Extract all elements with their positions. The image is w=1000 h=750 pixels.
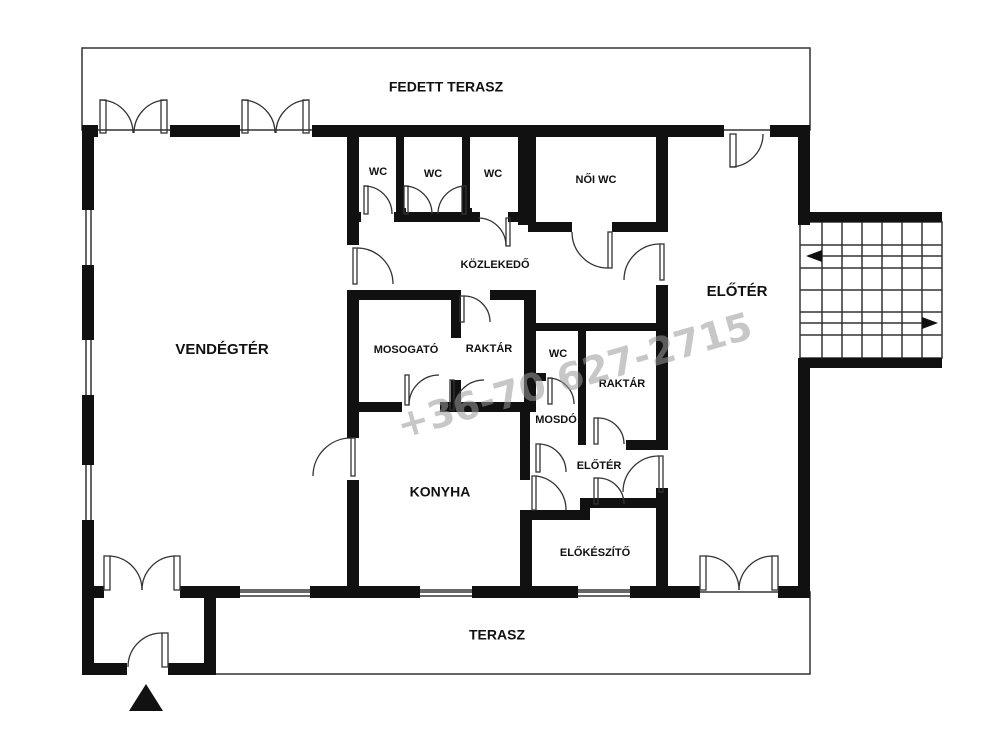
wall: [520, 510, 532, 598]
wall: [656, 488, 668, 598]
wall: [656, 137, 668, 232]
stair-arrows: [806, 250, 938, 329]
label-eloter-main: ELŐTÉR: [707, 282, 768, 300]
door-wc2: [403, 185, 433, 215]
wall: [798, 125, 810, 225]
label-wc-3: WC: [484, 168, 502, 180]
door-wc1: [363, 185, 393, 215]
label-eloter-small: ELŐTÉR: [577, 459, 622, 472]
wall: [798, 212, 942, 222]
wall: [798, 358, 810, 598]
wall: [528, 222, 572, 232]
label-raktar-1: RAKTÁR: [466, 342, 512, 355]
wall: [82, 586, 104, 598]
door-elokeszito: [593, 477, 625, 505]
wall: [396, 137, 404, 212]
wall: [626, 440, 668, 450]
door-noi-wc: [571, 231, 613, 269]
wall: [520, 412, 530, 472]
door-raktar1: [459, 295, 491, 323]
door-wc3: [437, 185, 467, 215]
door-wc4: [547, 377, 575, 405]
wall: [524, 323, 668, 331]
wall: [518, 137, 528, 225]
doors: [99, 99, 779, 668]
wall: [580, 500, 590, 520]
wall: [82, 663, 127, 675]
wall: [394, 212, 480, 222]
double-door-top-center: [241, 99, 310, 134]
wall: [462, 137, 470, 212]
door-corridor-right: [623, 243, 665, 281]
wall: [204, 598, 216, 675]
wall: [524, 290, 536, 412]
double-door-bottom-right: [699, 555, 779, 591]
label-fedett-terasz: FEDETT TERASZ: [389, 79, 504, 95]
label-wc-1: WC: [369, 166, 387, 178]
stair-arrow-left-icon: [806, 250, 822, 262]
label-wc-2: WC: [424, 168, 442, 180]
label-raktar-2: RAKTÁR: [599, 377, 645, 390]
wall: [82, 265, 94, 340]
wall: [82, 395, 94, 465]
wall: [347, 137, 359, 245]
door-entrance: [127, 632, 169, 668]
wall: [168, 663, 216, 675]
door-mosogato: [404, 374, 440, 406]
wall: [347, 402, 402, 412]
wall: [798, 358, 942, 368]
wall: [310, 586, 420, 598]
label-mosogato: MOSOGATÓ: [374, 343, 439, 356]
stair-arrow-right-icon: [922, 317, 938, 329]
door-eloter-small: [622, 455, 664, 493]
wall: [312, 125, 724, 137]
label-wc-4: WC: [549, 348, 567, 360]
label-mosdo: MOSDÓ: [535, 413, 577, 426]
door-eloter-kitchen: [531, 475, 567, 511]
door-kitchen-left: [312, 437, 356, 477]
room-labels: FEDETT TERASZ VENDÉGTÉR WC WC WC NŐI WC …: [175, 79, 767, 643]
wall: [612, 222, 668, 232]
entrance-triangle-icon: [129, 684, 163, 711]
door-mosdo: [535, 443, 567, 473]
wall: [451, 290, 461, 338]
wall: [520, 510, 586, 520]
label-vendegter: VENDÉGTÉR: [175, 341, 269, 358]
wall: [347, 290, 359, 438]
wall: [82, 125, 94, 210]
wall: [180, 586, 240, 598]
walls: [82, 125, 942, 675]
wall: [578, 323, 586, 445]
label-terasz: TERASZ: [469, 627, 525, 643]
wall: [347, 290, 457, 300]
door-corridor-left: [352, 247, 394, 285]
label-noi-wc: NŐI WC: [576, 173, 617, 186]
wall: [508, 212, 528, 222]
label-elokeszito: ELŐKÉSZÍTŐ: [560, 546, 631, 559]
wall: [170, 125, 240, 137]
label-konyha: KONYHA: [410, 484, 471, 500]
wall: [490, 290, 536, 300]
label-kozlekedo: KÖZLEKEDŐ: [460, 258, 530, 271]
door-wc-corridor: [477, 217, 511, 247]
wall: [347, 212, 361, 222]
wall: [451, 380, 461, 410]
door-eloter-top: [729, 133, 764, 168]
wall: [440, 402, 536, 412]
wall: [528, 137, 536, 227]
double-door-bottom-left: [103, 555, 181, 591]
door-raktar2: [593, 417, 625, 445]
double-door-top-left: [99, 99, 168, 134]
wall: [524, 373, 546, 381]
door-kitchen-top: [449, 379, 485, 411]
wall: [347, 480, 359, 598]
wall: [520, 472, 530, 480]
